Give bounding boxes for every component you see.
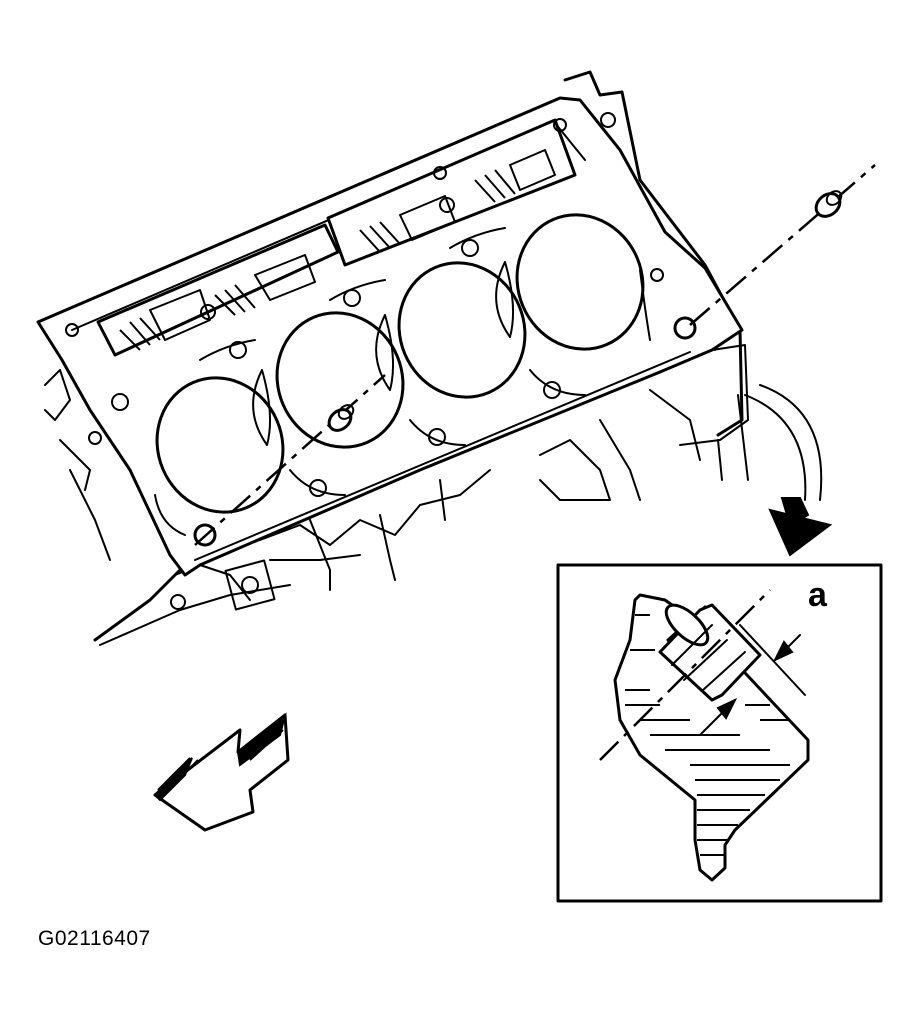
cylinder-bore-1 [155, 376, 285, 514]
cylinder-bore-3 [397, 261, 527, 399]
dimension-label-a: a [808, 576, 828, 614]
lifter-gallery-left [96, 223, 340, 357]
detail-curved-arrow [744, 384, 833, 557]
figure-id-label: G02116407 [38, 927, 151, 950]
dowel-hole-left [193, 523, 217, 547]
inset-dowel-pin [658, 603, 762, 702]
cylinder-bore-4 [515, 213, 645, 351]
section-hatching [625, 614, 790, 856]
cylinder-bore-2 [275, 311, 405, 449]
dowel-pin-right [814, 190, 843, 218]
lifter-gallery-right [326, 118, 577, 267]
detail-inset [556, 563, 883, 903]
detail-frame [556, 563, 883, 903]
dowel-pin-left [327, 404, 355, 432]
dowel-pins [194, 164, 876, 546]
dowel-hole-right [673, 316, 697, 340]
head-gasket [36, 96, 744, 577]
front-direction-arrow [153, 712, 290, 832]
